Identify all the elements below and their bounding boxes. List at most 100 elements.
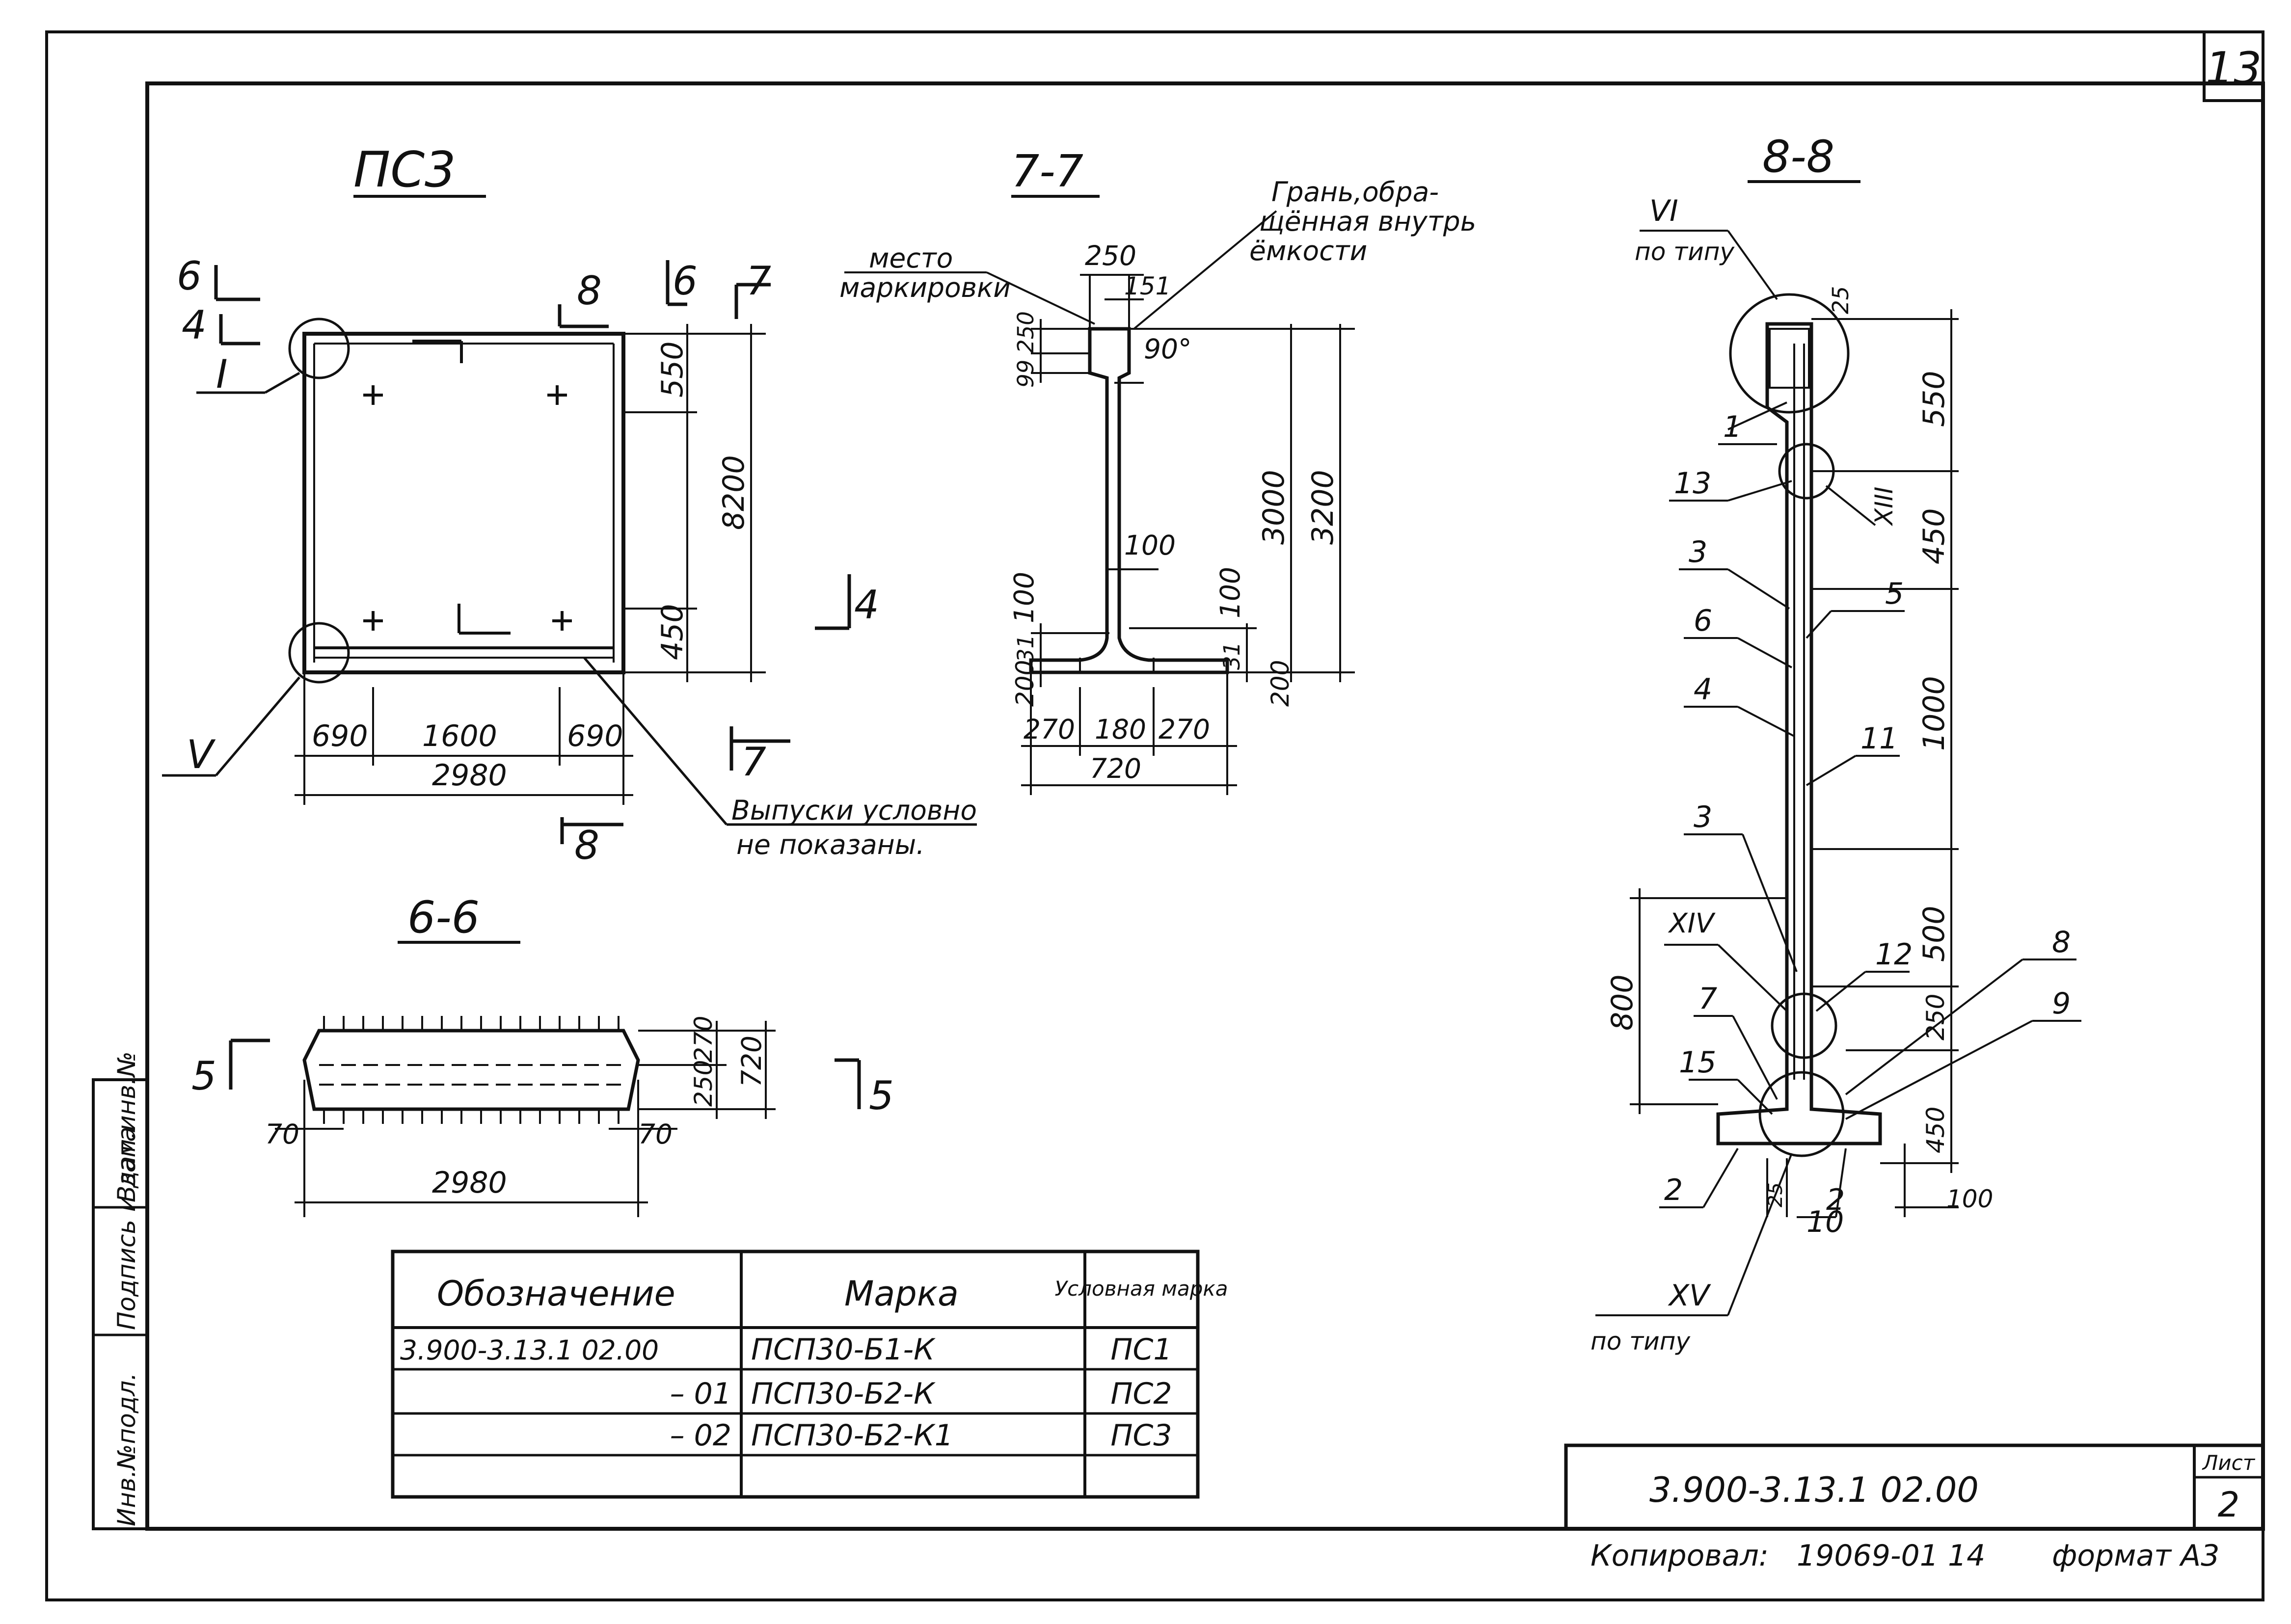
inner-frame (145, 81, 2265, 1531)
s77-dim-3200: 3200 (1306, 470, 1340, 545)
s77-dim-200l: 200 (1011, 660, 1039, 707)
dim-w-right: 690 (567, 719, 623, 753)
s88-dim-100: 100 (1946, 1185, 1993, 1213)
table-header-cond-mark: Условная марка (1055, 1277, 1228, 1301)
table-r3-designation: – 02 (670, 1418, 731, 1453)
s77-label-mark-2: маркировки (839, 272, 1011, 303)
s66-dim-720: 720 (736, 1036, 767, 1087)
copied-by: Копировал: (1590, 1539, 1769, 1573)
s88-pos-10: 10 (1806, 1205, 1844, 1239)
mark-8b: 8 (574, 823, 599, 868)
marks-table: Обозначение Марка Условная марка 3.900-3… (391, 1250, 1228, 1499)
s77-label-face-3: ёмкости (1249, 235, 1367, 266)
s77-dim-3000: 3000 (1257, 470, 1291, 545)
table-r2-cond: ПС2 (1110, 1377, 1172, 1411)
s88-node-VI-note: по типу (1635, 238, 1735, 266)
s66-mark5-right: 5 (869, 1073, 894, 1118)
s66-dim-250: 250 (689, 1060, 718, 1107)
s88-pos-2a: 2 (1664, 1173, 1683, 1207)
title-block: 3.900-3.13.1 02.00 Лист 2 (1564, 1443, 2265, 1531)
table-r1-cond: ПС1 (1110, 1332, 1172, 1367)
s88-pos-11: 11 (1860, 721, 1898, 756)
node-I-circle (288, 318, 350, 379)
s77-dim-100: 100 (1124, 530, 1176, 561)
s88-node-XIV (1771, 992, 1837, 1059)
s88-dim-1000: 1000 (1917, 676, 1951, 751)
s88-pos-6: 6 (1694, 604, 1712, 638)
s66-outline (302, 1029, 640, 1111)
s88-dim-25b: 25 (1764, 1182, 1787, 1207)
s66-dim-70r: 70 (638, 1118, 673, 1150)
s88-pos-8: 8 (2052, 925, 2071, 959)
format-label: формат А3 (2052, 1539, 2219, 1573)
s88-node-XIII-label: XIII (1870, 487, 1898, 527)
s77-dim-250v: 250 (1013, 311, 1039, 353)
s77-dim-200r: 200 (1266, 660, 1294, 707)
s88-pos-12: 12 (1875, 937, 1913, 972)
s77-dim-270r: 270 (1159, 714, 1210, 745)
s77-dim-99: 99 (1013, 360, 1039, 388)
s77-label-mark-1: место (869, 242, 953, 274)
s88-pos-3a: 3 (1689, 535, 1707, 569)
s88-pos-3b: 3 (1694, 800, 1712, 834)
s77-dim-250: 250 (1085, 240, 1136, 271)
section-7-7: 7-7 место маркировки Грань,обра- щённая … (839, 146, 1476, 795)
s77-profile (1029, 327, 1229, 674)
s88-pos-5: 5 (1885, 577, 1904, 611)
s88-node-XIV-label: XIV (1668, 907, 1716, 939)
s88-profile (1716, 322, 1882, 1145)
table-header-designation: Обозначение (437, 1274, 675, 1314)
s88-title: 8-8 (1762, 131, 1834, 183)
s77-label-face-2: щённая внутрь (1259, 206, 1476, 237)
mark-6b: 6 (673, 258, 698, 304)
s77-dim-100l: 100 (1008, 572, 1040, 623)
node-I-label: I (216, 351, 228, 397)
panel-outline (302, 332, 625, 674)
dim-w-mid: 1600 (422, 719, 497, 753)
s88-dim-550: 550 (1917, 371, 1951, 427)
s88-dim-800: 800 (1605, 974, 1640, 1031)
s88-pos-9: 9 (2052, 986, 2071, 1021)
s77-dim-720: 720 (1090, 753, 1141, 784)
s77-dim-151: 151 (1124, 272, 1171, 300)
table-r2-designation: – 01 (670, 1377, 731, 1411)
s77-dim-270l: 270 (1024, 714, 1075, 745)
dim-w-total: 2980 (432, 758, 507, 793)
note-line1: Выпуски условно (731, 795, 977, 826)
dim-w-left: 690 (312, 719, 368, 753)
title-code: 3.900-3.13.1 02.00 (1649, 1470, 1979, 1510)
s88-dim-450b: 450 (1921, 1107, 1950, 1153)
s88-node-XV (1758, 1071, 1845, 1157)
title-sheet-no: 2 (2218, 1485, 2240, 1525)
s66-dim-2980: 2980 (432, 1166, 507, 1200)
s77-label-face-1: Грань,обра- (1271, 176, 1439, 208)
mark-4b: 4 (854, 582, 879, 628)
table-r1-designation: 3.900-3.13.1 02.00 (400, 1334, 659, 1366)
section-8-8: 8-8 VI по типу XIII XIV XV по типу (1590, 131, 2081, 1356)
stamp-inv-no: Инв.№подл. (112, 1373, 141, 1526)
dim-h-total: 8200 (717, 455, 751, 530)
side-stamp: Инв.№подл. Подпись и дата Взам.инв.№ (92, 1051, 149, 1530)
s77-dim-180: 180 (1095, 714, 1146, 745)
stamp-replaced-inv: Взам.инв.№ (112, 1051, 141, 1202)
s88-pos-13: 13 (1674, 466, 1711, 501)
note-line2: не показаны. (736, 829, 925, 860)
s88-pos-4: 4 (1694, 672, 1712, 707)
s77-dim-100r: 100 (1214, 567, 1246, 618)
s88-node-XV-label: XV (1668, 1278, 1711, 1313)
s77-angle: 90° (1144, 333, 1192, 365)
s88-node-VI (1729, 293, 1850, 414)
stamp-sign-date: Подпись и дата (112, 1127, 141, 1330)
s66-dim-70l: 70 (265, 1118, 299, 1150)
s66-title: 6-6 (407, 892, 480, 943)
mark-7b: 7 (741, 739, 766, 785)
table-r2-mark: ПСП30-Б2-К (751, 1377, 936, 1411)
title-sheet-label: Лист (2202, 1451, 2256, 1475)
mark-7: 7 (746, 258, 771, 304)
s88-dim-450: 450 (1917, 508, 1951, 564)
s88-pos-2b: 2 (1826, 1183, 1845, 1217)
corner-box (2203, 30, 2264, 102)
table-r3-mark: ПСП30-Б2-К1 (751, 1418, 953, 1453)
s77-dim-31r: 31 (1219, 642, 1245, 670)
